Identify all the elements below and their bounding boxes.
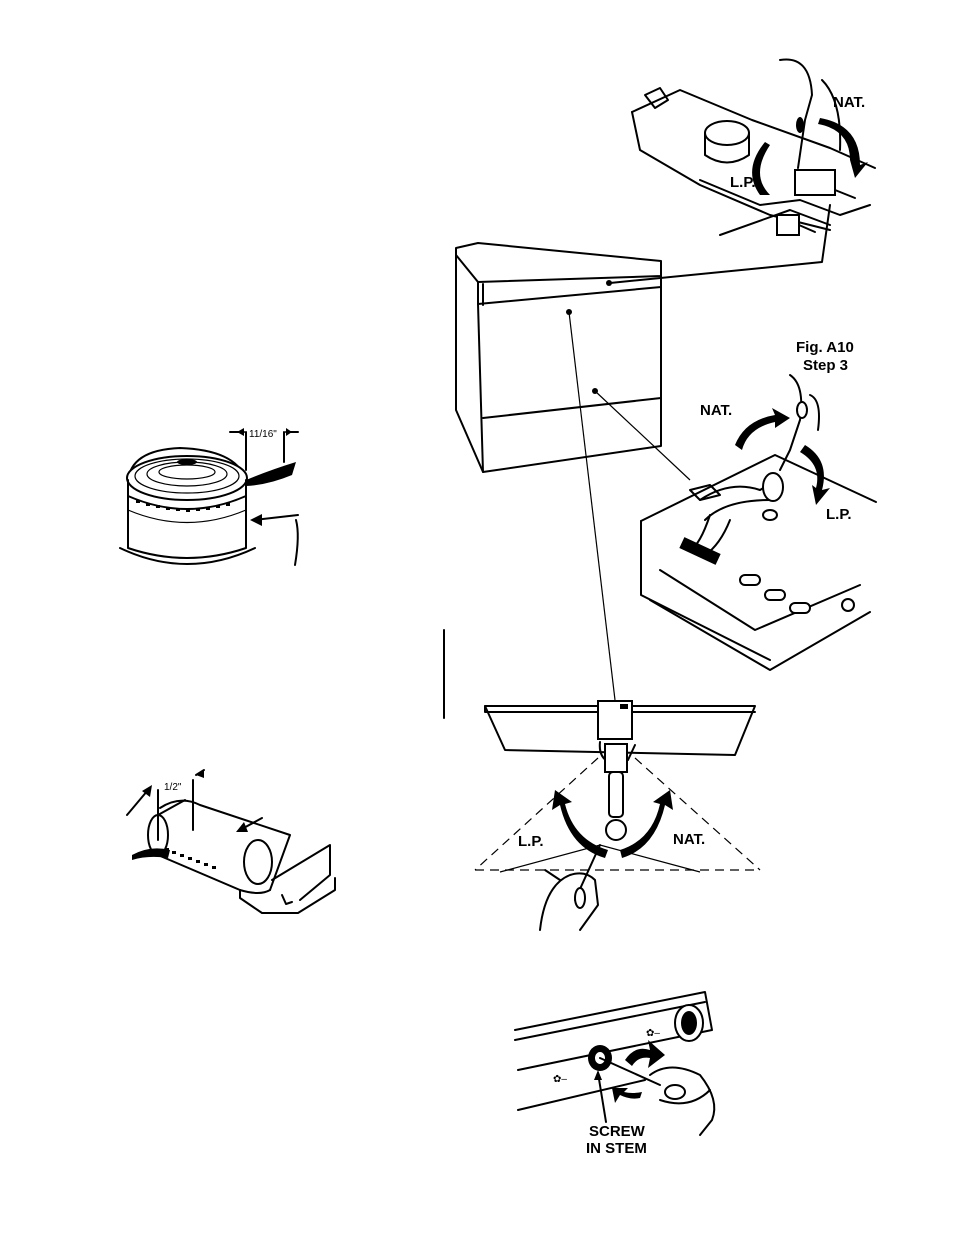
oven-burner-dimension: 1/2" xyxy=(164,782,182,793)
svg-text:✿–: ✿– xyxy=(553,1074,567,1085)
control-knob-caption-line1: SCREW xyxy=(589,1123,646,1140)
fig-a10-nat-label: NAT. xyxy=(700,402,732,419)
top-burner-dimension: 11/16" xyxy=(249,429,277,440)
oven-valve-nat-label: NAT. xyxy=(673,831,705,848)
valve-top-nat-label: NAT. xyxy=(833,94,865,111)
oven-valve-lp-label: L.P. xyxy=(518,833,544,850)
fig-a10-step: Step 3 xyxy=(803,357,848,374)
oven-burner-illustration xyxy=(127,770,335,913)
fig-a10-caption: Fig. A10 xyxy=(796,339,854,356)
svg-text:✿–: ✿– xyxy=(646,1028,660,1039)
control-knob-caption-line2: IN STEM xyxy=(586,1140,647,1157)
control-knob-illustration: ✿– ✿– xyxy=(515,992,714,1135)
fig-a10-lp-label: L.P. xyxy=(826,506,852,523)
top-burner-illustration xyxy=(120,428,298,565)
oven-valve-illustration xyxy=(475,701,760,930)
valve-top-lp-label: L.P. xyxy=(730,174,756,191)
range-cabinet-illustration xyxy=(456,243,690,700)
